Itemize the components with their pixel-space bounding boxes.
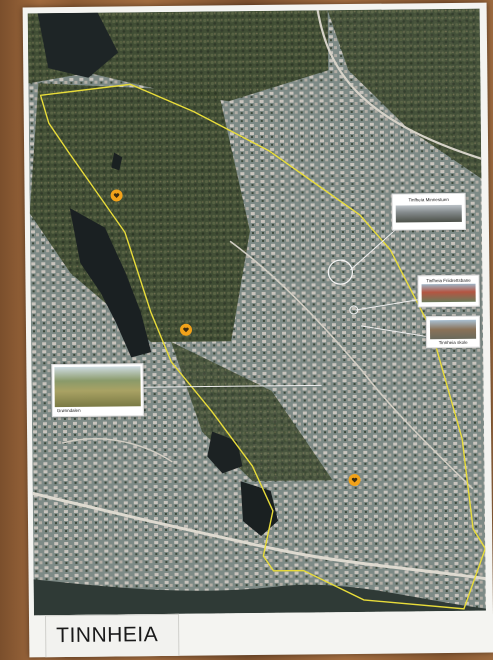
area-boundary <box>39 83 486 610</box>
photo-callout[interactable]: Tinfheia Friidrettsbane <box>417 274 480 308</box>
callout-caption: Grønndalen <box>56 407 81 414</box>
callout-caption: Tinnheia skole <box>438 339 468 346</box>
highlight-circle <box>327 259 353 285</box>
heart-marker-icon[interactable] <box>110 189 123 202</box>
map-poster: Tinfheia Minnestuen Tinfheia Friidrettsb… <box>22 2 493 658</box>
map-title: TINNHEIA <box>56 623 159 648</box>
heart-marker-icon[interactable] <box>348 473 361 486</box>
title-label-box: TINNHEIA <box>44 613 180 658</box>
callout-caption: Tinfheia Friidrettsbane <box>426 277 471 284</box>
photo-callout[interactable]: Tinfheia Minnestuen <box>391 192 466 231</box>
aerial-map <box>27 8 486 616</box>
photo-callout[interactable]: Grønndalen <box>51 363 144 418</box>
highlight-circle <box>349 305 359 315</box>
heart-marker-icon[interactable] <box>179 323 192 336</box>
photo-callout[interactable]: Tinnheia skole <box>425 315 481 349</box>
callout-caption: Tinfheia Minnestuen <box>408 196 449 203</box>
